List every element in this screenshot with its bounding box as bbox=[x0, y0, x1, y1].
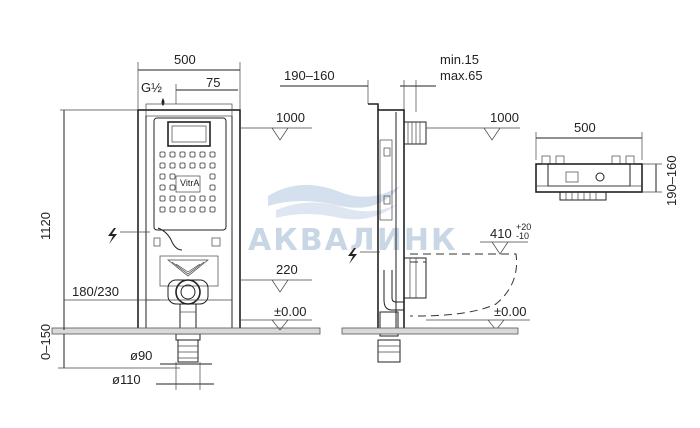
grid-square bbox=[169, 162, 176, 169]
side-depth-label: 190–160 bbox=[284, 68, 335, 83]
side-level-zero: ±0.00 bbox=[494, 304, 526, 319]
grid-square bbox=[209, 195, 216, 202]
top-view: 500 190–160 bbox=[535, 120, 679, 206]
front-side-label: 180/230 bbox=[72, 284, 119, 299]
side-bowl-tol-plus: +20 bbox=[516, 222, 531, 232]
side-level-1000: 1000 bbox=[490, 110, 519, 125]
front-offset-label: 75 bbox=[206, 75, 220, 90]
lightning-bolt-icon bbox=[348, 248, 357, 264]
grid-square bbox=[199, 195, 206, 202]
grid-square bbox=[199, 151, 206, 158]
grid-square bbox=[159, 206, 166, 213]
front-floor-label: 0–150 bbox=[38, 324, 53, 360]
grid-square bbox=[179, 151, 186, 158]
watermark-wave-icon bbox=[268, 184, 400, 208]
grid-square bbox=[179, 206, 186, 213]
grid-square bbox=[209, 151, 216, 158]
grid-square bbox=[189, 195, 196, 202]
grid-square bbox=[159, 184, 166, 191]
front-dia-110: ø110 bbox=[112, 372, 141, 387]
outlet-grille bbox=[167, 259, 209, 277]
grid-square bbox=[199, 162, 206, 169]
front-level-zero: ±0.00 bbox=[274, 304, 306, 319]
grid-square bbox=[189, 206, 196, 213]
grid-square bbox=[159, 173, 166, 180]
grid-square bbox=[199, 206, 206, 213]
grid-square bbox=[159, 151, 166, 158]
grid-square bbox=[209, 173, 216, 180]
panel-brand-label: VitrA bbox=[180, 178, 199, 188]
cistern-grid bbox=[159, 151, 216, 213]
front-width-label: 500 bbox=[174, 52, 196, 67]
watermark: АКВАЛИНК bbox=[248, 184, 455, 258]
grid-square bbox=[159, 162, 166, 169]
grid-square bbox=[189, 151, 196, 158]
front-level-1000: 1000 bbox=[276, 110, 305, 125]
grid-square bbox=[189, 162, 196, 169]
top-depth-label: 190–160 bbox=[664, 155, 679, 206]
side-bowl-tol-minus: -10 bbox=[516, 231, 529, 241]
lightning-bolt-icon bbox=[108, 228, 117, 244]
front-height-label: 1120 bbox=[38, 212, 53, 240]
front-pipe-label: G½ bbox=[141, 80, 162, 95]
grid-square bbox=[209, 162, 216, 169]
side-min-label: min.15 bbox=[440, 52, 479, 67]
side-view: 190–160 min.15 max.65 1000 bbox=[280, 52, 531, 363]
grid-square bbox=[169, 184, 176, 191]
grid-square bbox=[169, 151, 176, 158]
top-width-label: 500 bbox=[574, 120, 596, 135]
grid-square bbox=[209, 206, 216, 213]
grid-square bbox=[169, 173, 176, 180]
side-max-label: max.65 bbox=[440, 68, 483, 83]
grid-square bbox=[209, 184, 216, 191]
grid-square bbox=[179, 162, 186, 169]
front-level-220: 220 bbox=[276, 262, 298, 277]
grid-square bbox=[169, 195, 176, 202]
grid-square bbox=[169, 206, 176, 213]
side-bowl-label: 410 bbox=[490, 226, 512, 241]
grid-square bbox=[179, 195, 186, 202]
front-dia-90: ø90 bbox=[130, 348, 152, 363]
grid-square bbox=[159, 195, 166, 202]
front-view: 500 G½ 75 VitrA bbox=[38, 52, 321, 390]
water-drop-icon bbox=[161, 98, 165, 106]
